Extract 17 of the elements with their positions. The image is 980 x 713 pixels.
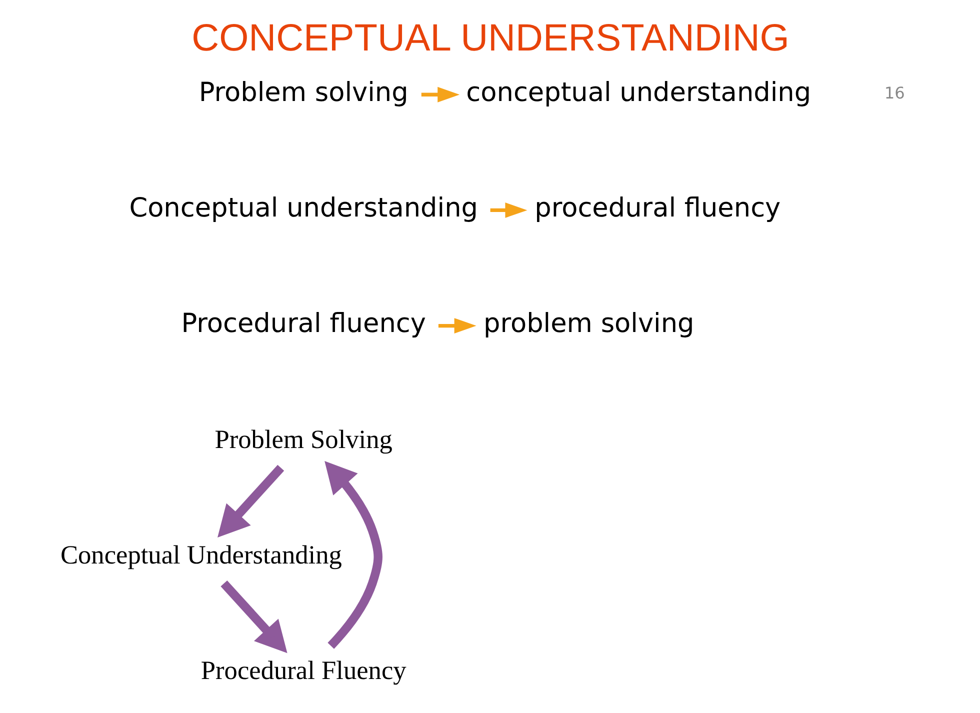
node-text: problem solving [483,309,694,340]
node-text: Conceptual understanding [128,194,478,224]
node-text: Problem solving [198,78,408,108]
arrow [490,202,527,218]
arrow [217,464,284,538]
diagram-title: CONCEPTUAL UNDERSTANDING [191,17,789,60]
arrow [324,460,382,649]
label: 16 [884,84,904,103]
node-text: Procedural fluency [180,309,426,340]
arrow [420,86,460,102]
arrow [220,580,287,654]
node-text: procedural fluency [534,194,780,224]
node-text: Conceptual Understanding [60,540,342,570]
arrow [438,318,476,334]
node-text: Procedural Fluency [200,656,406,685]
node-text: Problem Solving [214,424,392,454]
node-text: conceptual understanding [466,78,811,108]
